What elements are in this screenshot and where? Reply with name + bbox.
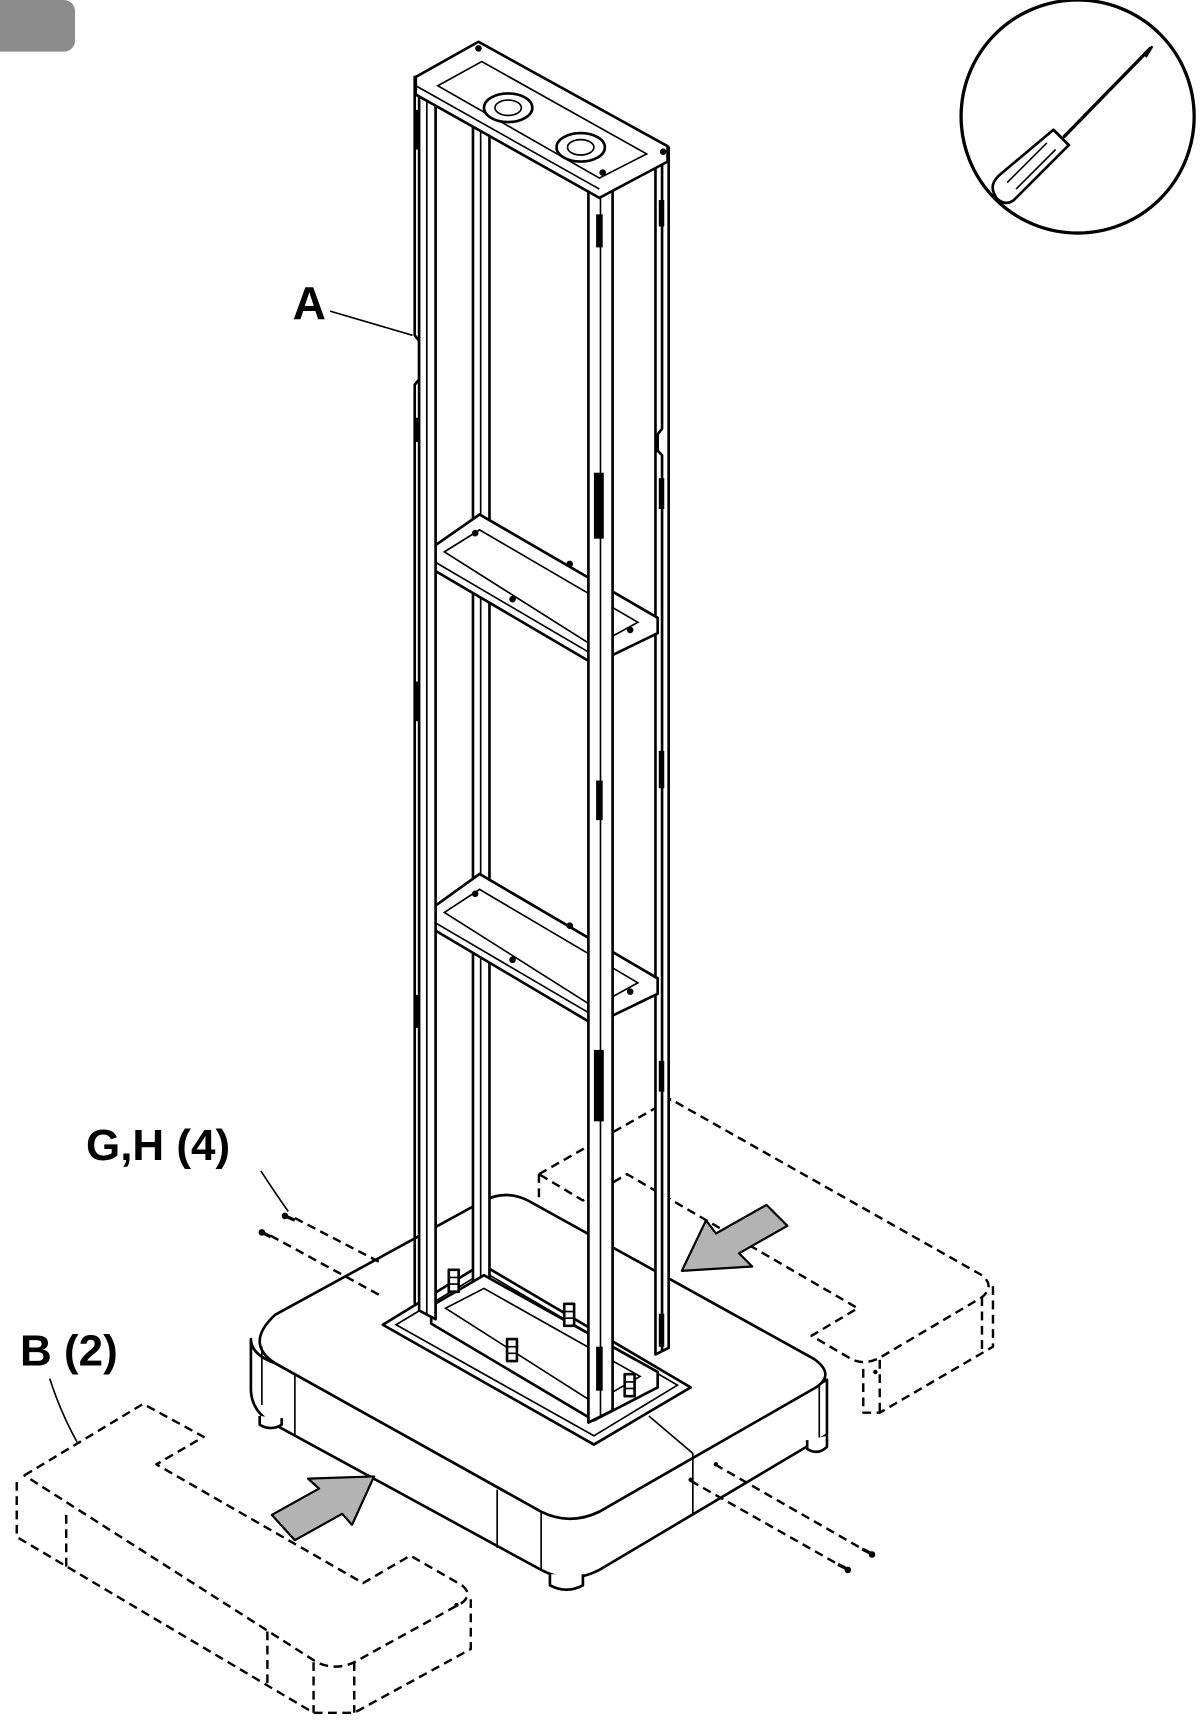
tower-frame-a bbox=[413, 40, 670, 1424]
speaker-mount bbox=[482, 92, 534, 124]
bolt bbox=[505, 1337, 519, 1363]
foot bbox=[805, 1435, 829, 1454]
screwdriver-icon bbox=[991, 45, 1154, 205]
crossbar-upper bbox=[427, 513, 659, 666]
frame-top bbox=[414, 40, 669, 200]
bolt bbox=[562, 1302, 576, 1328]
screw-icon bbox=[837, 1562, 852, 1574]
label-fasteners-g-h: G,H (4) bbox=[86, 1121, 230, 1170]
step-badge bbox=[0, 0, 76, 52]
part-b-right-outline bbox=[537, 1098, 995, 1414]
label-part-b: B (2) bbox=[20, 1326, 118, 1375]
label-part-a: A bbox=[293, 277, 326, 329]
foot bbox=[258, 1415, 284, 1430]
crossbar-lower bbox=[427, 872, 659, 1026]
part-b-left-outline bbox=[15, 1402, 472, 1715]
screws-left bbox=[258, 1212, 381, 1297]
screw-icon bbox=[258, 1229, 272, 1239]
screw-icon bbox=[861, 1547, 876, 1558]
screws-right bbox=[690, 1463, 876, 1574]
arrow-insert-right bbox=[680, 1203, 789, 1272]
leader-line-b bbox=[48, 1378, 78, 1443]
speaker-mount bbox=[555, 131, 607, 163]
foot bbox=[548, 1574, 585, 1591]
bolt bbox=[447, 1268, 461, 1294]
tool-callout bbox=[959, 0, 1196, 235]
screw-icon bbox=[281, 1212, 296, 1222]
arrow-insert-left bbox=[270, 1475, 376, 1542]
leader-line-a bbox=[329, 310, 413, 337]
leader-line-g-h bbox=[260, 1170, 289, 1212]
bolt bbox=[623, 1372, 636, 1398]
